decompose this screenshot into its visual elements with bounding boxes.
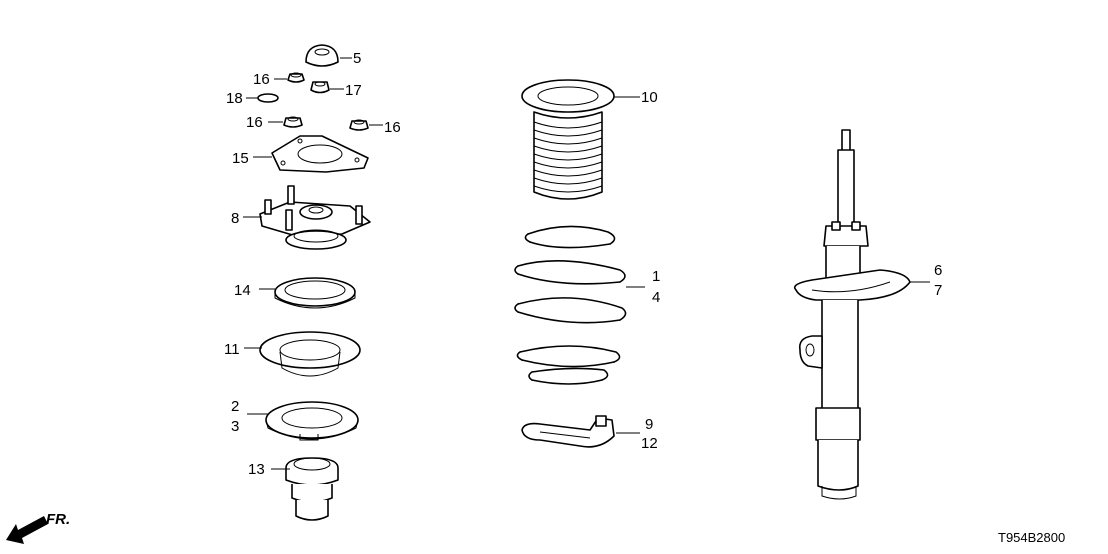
callout-9: 9 (645, 416, 653, 433)
part-18-washer[interactable] (257, 93, 279, 103)
part-15-gasket[interactable] (271, 135, 369, 173)
part-14-bearing[interactable] (274, 277, 356, 309)
callout-5: 5 (353, 50, 361, 67)
callout-13: 13 (248, 461, 265, 478)
part-6-7-strut[interactable] (793, 129, 911, 500)
part-2-3-spring-rubber[interactable] (265, 401, 359, 441)
direction-label: FR. (46, 511, 70, 528)
diagram-code: T954B2800 (998, 530, 1065, 545)
callout-16a: 16 (253, 71, 270, 88)
callout-17: 17 (345, 82, 362, 99)
part-9-12-lower-seat[interactable] (521, 415, 615, 448)
part-16-nut-left[interactable] (283, 116, 303, 128)
callout-7: 7 (934, 282, 942, 299)
callout-12: 12 (641, 435, 658, 452)
callout-18: 18 (226, 90, 243, 107)
callout-15: 15 (232, 150, 249, 167)
callout-3: 3 (231, 418, 239, 435)
callout-16c: 16 (384, 119, 401, 136)
part-8-upper-mount[interactable] (259, 185, 371, 250)
callout-6: 6 (934, 262, 942, 279)
part-16-nut-right[interactable] (349, 119, 369, 131)
callout-4: 4 (652, 289, 660, 306)
callout-8: 8 (231, 210, 239, 227)
part-10-dust-boot[interactable] (521, 79, 615, 200)
part-16-nut-top[interactable] (287, 72, 305, 83)
callout-11: 11 (224, 341, 240, 358)
part-11-spring-seat[interactable] (259, 331, 361, 377)
part-13-bump-stop[interactable] (285, 457, 339, 521)
front-direction-arrow: FR. (6, 511, 70, 544)
callout-16b: 16 (246, 114, 263, 131)
callout-2: 2 (231, 398, 239, 415)
callout-14: 14 (234, 282, 251, 299)
callout-10: 10 (641, 89, 658, 106)
part-1-4-coil-spring[interactable] (514, 225, 627, 385)
part-5-cap[interactable] (305, 44, 339, 67)
callout-1: 1 (652, 268, 660, 285)
part-17-nut[interactable] (310, 81, 330, 94)
